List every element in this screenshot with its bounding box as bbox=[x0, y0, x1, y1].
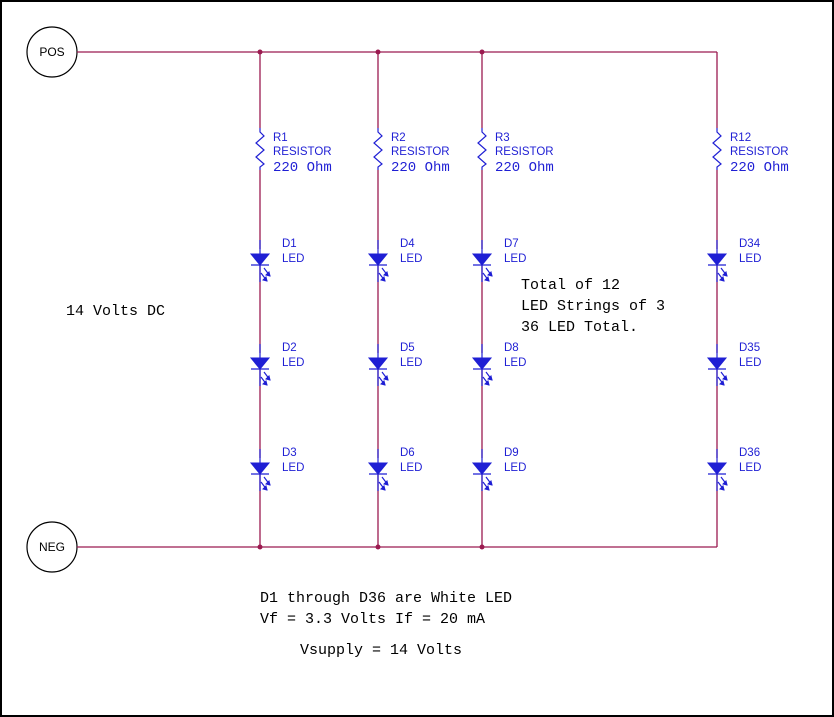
resistor-symbol bbox=[255, 128, 265, 170]
led-ref: D35 bbox=[739, 342, 760, 354]
resistor-ref: R12 bbox=[730, 132, 751, 144]
total-note-line-2: LED Strings of 3 bbox=[521, 298, 665, 315]
led-symbol bbox=[706, 462, 728, 475]
led-type: LED bbox=[400, 357, 422, 369]
resistor-symbol bbox=[477, 128, 487, 170]
spec-note-line-2: Vf = 3.3 Volts If = 20 mA bbox=[260, 611, 485, 628]
led-type: LED bbox=[282, 462, 304, 474]
total-note-line-1: Total of 12 bbox=[521, 277, 620, 294]
led-symbol bbox=[706, 357, 728, 370]
led-type: LED bbox=[504, 462, 526, 474]
led-ref: D9 bbox=[504, 447, 519, 459]
junction-dot bbox=[257, 544, 263, 550]
led-type: LED bbox=[400, 253, 422, 265]
resistor-ref: R3 bbox=[495, 132, 510, 144]
resistor-type: RESISTOR bbox=[273, 146, 332, 158]
led-symbol bbox=[706, 253, 728, 266]
junction-dot bbox=[257, 49, 263, 55]
led-ref: D7 bbox=[504, 238, 519, 250]
led-ref: D6 bbox=[400, 447, 415, 459]
led-ref: D2 bbox=[282, 342, 297, 354]
led-type: LED bbox=[282, 253, 304, 265]
neg-port: NEG bbox=[26, 521, 78, 573]
led-symbol bbox=[471, 357, 493, 370]
led-symbol bbox=[471, 253, 493, 266]
junction-dot bbox=[375, 544, 381, 550]
resistor-value: 220 Ohm bbox=[495, 160, 554, 176]
resistor-symbol bbox=[712, 128, 722, 170]
pos-port: POS bbox=[26, 26, 78, 78]
resistor-type: RESISTOR bbox=[495, 146, 554, 158]
led-ref: D4 bbox=[400, 238, 415, 250]
led-type: LED bbox=[739, 462, 761, 474]
led-symbol bbox=[367, 462, 389, 475]
resistor-type: RESISTOR bbox=[730, 146, 789, 158]
led-ref: D3 bbox=[282, 447, 297, 459]
led-ref: D5 bbox=[400, 342, 415, 354]
led-type: LED bbox=[504, 253, 526, 265]
junction-dot bbox=[479, 544, 485, 550]
resistor-value: 220 Ohm bbox=[391, 160, 450, 176]
led-symbol bbox=[367, 253, 389, 266]
supply-voltage-note: 14 Volts DC bbox=[66, 303, 165, 320]
led-type: LED bbox=[282, 357, 304, 369]
junction-dot bbox=[479, 49, 485, 55]
pos-port-label: POS bbox=[39, 45, 64, 59]
led-type: LED bbox=[504, 357, 526, 369]
led-symbol bbox=[249, 462, 271, 475]
led-type: LED bbox=[400, 462, 422, 474]
total-note-line-3: 36 LED Total. bbox=[521, 319, 638, 336]
led-ref: D34 bbox=[739, 238, 761, 250]
resistor-symbol bbox=[373, 128, 383, 170]
led-symbol bbox=[471, 462, 493, 475]
led-ref: D36 bbox=[739, 447, 760, 459]
neg-port-label: NEG bbox=[39, 540, 65, 554]
led-type: LED bbox=[739, 253, 761, 265]
resistor-value: 220 Ohm bbox=[273, 160, 332, 176]
resistor-type: RESISTOR bbox=[391, 146, 450, 158]
led-ref: D8 bbox=[504, 342, 519, 354]
resistor-ref: R1 bbox=[273, 132, 288, 144]
led-type: LED bbox=[739, 357, 761, 369]
spec-note-line-3: Vsupply = 14 Volts bbox=[300, 642, 462, 659]
resistor-ref: R2 bbox=[391, 132, 406, 144]
led-symbol bbox=[249, 253, 271, 266]
led-symbol bbox=[249, 357, 271, 370]
led-symbol bbox=[367, 357, 389, 370]
resistor-value: 220 Ohm bbox=[730, 160, 789, 176]
spec-note-line-1: D1 through D36 are White LED bbox=[260, 590, 512, 607]
junction-dot bbox=[375, 49, 381, 55]
led-ref: D1 bbox=[282, 238, 297, 250]
